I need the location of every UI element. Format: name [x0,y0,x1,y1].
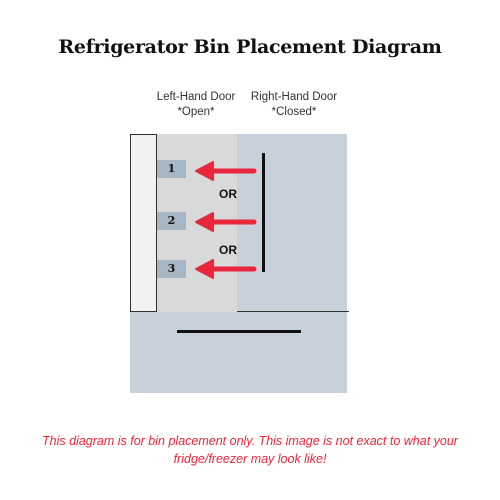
left-door-label: Left-Hand Door *Open* [136,90,256,120]
freezer-compartment [130,312,347,393]
freezer-handle [177,330,301,333]
or-separator-1: OR [219,187,237,201]
disclaimer-text: This diagram is for bin placement only. … [42,434,458,466]
bin-3: 3 [157,260,186,278]
right-door-handle [262,153,265,272]
open-left-door [130,134,157,312]
or-separator-2: OR [219,243,237,257]
bin-2: 2 [157,212,186,230]
left-door-state: *Open* [177,106,215,118]
arrow-left-icon [195,212,257,232]
compartment-divider [130,311,349,312]
bin-1: 1 [157,160,186,178]
arrow-left-icon [195,259,257,279]
right-door-label: Right-Hand Door *Closed* [234,90,354,120]
arrow-left-icon [195,161,257,181]
right-door-name: Right-Hand Door [250,91,338,103]
left-door-name: Left-Hand Door [156,91,236,103]
diagram-title: Refrigerator Bin Placement Diagram [58,36,442,58]
right-door-state: *Closed* [271,106,317,118]
